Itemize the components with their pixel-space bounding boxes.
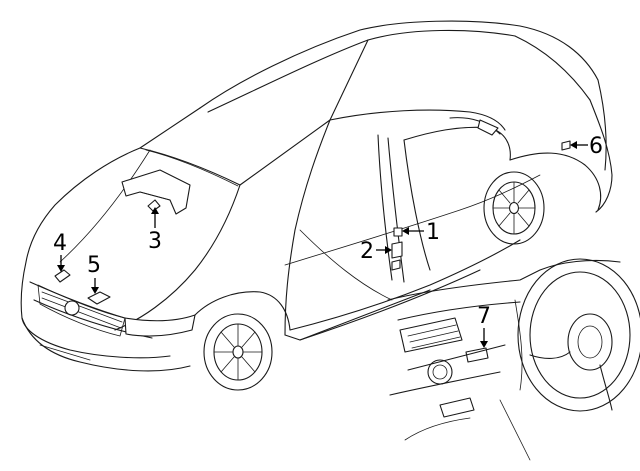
label-marker-4 xyxy=(54,269,71,283)
svg-text:6: 6 xyxy=(589,134,603,159)
dashboard-inset xyxy=(387,258,640,461)
front-wheel xyxy=(203,313,273,391)
label-marker-5 xyxy=(87,291,111,305)
svg-text:4: 4 xyxy=(53,231,67,256)
svg-text:7: 7 xyxy=(477,304,491,329)
svg-text:3: 3 xyxy=(148,229,162,254)
svg-text:2: 2 xyxy=(360,239,374,264)
callout-7: 7 xyxy=(477,304,491,348)
callout-5: 5 xyxy=(87,253,101,294)
label-marker-3 xyxy=(147,199,161,212)
callout-3: 3 xyxy=(148,207,162,254)
callout-6: 6 xyxy=(570,134,603,159)
label-marker-7 xyxy=(465,347,489,363)
callout-4: 4 xyxy=(53,231,67,272)
callout-2: 2 xyxy=(360,239,392,264)
label-marker-1 xyxy=(393,227,403,237)
callout-1: 1 xyxy=(402,220,440,245)
label-marker-2b xyxy=(391,259,401,271)
svg-text:1: 1 xyxy=(426,220,440,245)
car-body xyxy=(20,20,613,372)
label-marker-6 xyxy=(561,140,571,151)
rear-wheel xyxy=(483,171,545,245)
svg-text:5: 5 xyxy=(87,253,101,278)
label-marker-2 xyxy=(391,241,403,259)
